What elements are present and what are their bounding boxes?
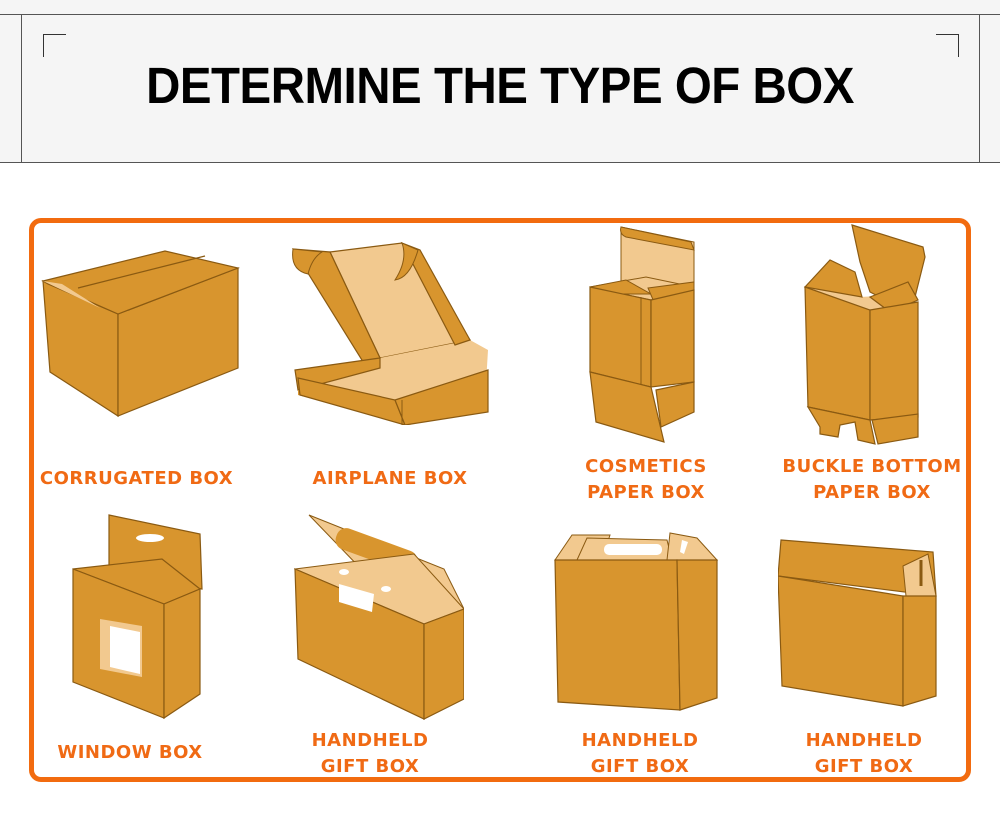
top-strip [0, 0, 1000, 14]
handheld-gift-box-3-icon [778, 539, 937, 707]
cosmetics-box-icon [589, 226, 695, 443]
corrugated-box-label: CORRUGATED BOX [39, 468, 234, 489]
cosmetics-paper-box-label: COSMETICS PAPER BOX [585, 456, 707, 503]
window-box-icon [72, 514, 203, 719]
window-box-label: WINDOW BOX [57, 742, 203, 763]
handheld-gift-box-2-label: HANDHELD GIFT BOX [581, 730, 699, 777]
handheld-gift-box-1-label: HANDHELD GIFT BOX [311, 730, 429, 777]
corner-mark-top-left [43, 34, 66, 57]
corrugated-box-icon [41, 250, 240, 418]
buckle-bottom-box-icon [803, 224, 926, 445]
page-title: DETERMINE THE TYPE OF BOX [146, 57, 854, 114]
handheld-gift-box-3-label: HANDHELD GIFT BOX [805, 730, 923, 777]
airplane-box-label: AIRPLANE BOX [312, 468, 468, 489]
header-divider-left [21, 14, 22, 163]
header-band [0, 14, 1000, 163]
airplane-box-icon [291, 241, 489, 425]
handheld-gift-box-2-icon [554, 532, 719, 711]
corner-mark-top-right [936, 34, 959, 57]
buckle-bottom-paper-box-label: BUCKLE BOTTOM PAPER BOX [782, 456, 962, 503]
header-divider-right [979, 14, 980, 163]
handheld-gift-box-1-icon [294, 514, 464, 720]
